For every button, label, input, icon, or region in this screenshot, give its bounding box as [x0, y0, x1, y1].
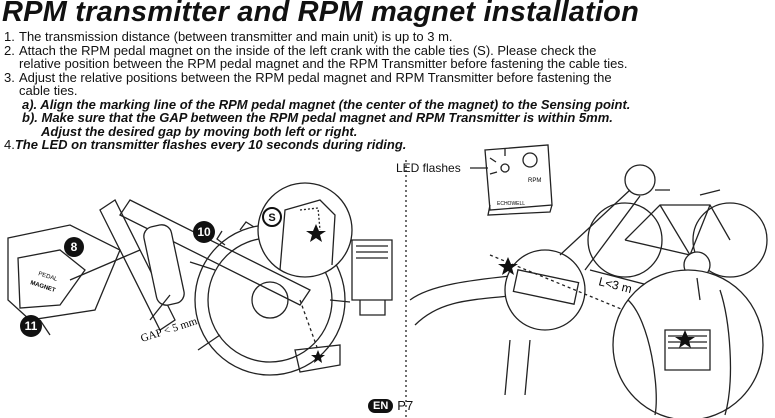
- star-icon: [311, 350, 325, 363]
- instruction-steps: 1. The transmission distance (between tr…: [4, 30, 774, 152]
- step-1: 1. The transmission distance (between tr…: [4, 30, 774, 44]
- magnet-text-pedal: PEDAL: [37, 271, 58, 283]
- crank-arm-drawing: [99, 199, 341, 373]
- step-number: 4.: [4, 137, 15, 152]
- distance-label: L<3 m: [597, 274, 633, 296]
- gap-label: GAP < 5 mm: [139, 315, 199, 345]
- step-number: 2.: [4, 42, 15, 58]
- zoom-line-b: [559, 189, 631, 256]
- callout-8: 8: [64, 237, 84, 257]
- sensing-point-stars: [306, 224, 695, 363]
- bicycle-drawing: [587, 189, 768, 278]
- led-flashes-label: LED flashes: [396, 161, 461, 175]
- callout-s: S: [262, 207, 282, 227]
- page-footer: EN P7: [368, 398, 413, 413]
- substep-b-continued: Adjust the desired gap by moving both le…: [41, 123, 358, 139]
- step-line: relative position between the RPM pedal …: [19, 56, 628, 71]
- magnet-closeup: [7, 224, 141, 336]
- handlebar-drawing: [409, 274, 531, 396]
- transmitter-rpm-text: RPM: [528, 178, 541, 184]
- step-line: cable ties.: [19, 83, 78, 98]
- step-number: 3.: [4, 69, 15, 85]
- zoom-point-top: [624, 164, 656, 196]
- star-icon: [306, 224, 326, 242]
- zoom-line-c: [696, 277, 701, 301]
- callout-10-label: 10: [197, 225, 211, 239]
- step-line: Attach the RPM pedal magnet on the insid…: [19, 42, 597, 58]
- step-2: 2. Attach the RPM pedal magnet on the in…: [4, 42, 774, 71]
- star-icon: [675, 330, 695, 348]
- transmitter-drawing: [484, 144, 553, 216]
- language-badge: EN: [368, 398, 394, 413]
- page-number: P7: [397, 398, 414, 413]
- substep-b: b). Make sure that the GAP between the R…: [22, 110, 613, 125]
- step-number: 1.: [4, 29, 15, 44]
- zoom-line-a: [584, 195, 641, 271]
- callout-s-label: S: [268, 212, 275, 224]
- magnifier-sensor: [257, 182, 393, 316]
- step-4-text: The LED on transmitter flashes every 10 …: [14, 137, 407, 152]
- transmitter-on-bar: [512, 269, 580, 305]
- gap-indicator: [149, 294, 171, 321]
- callout-8-label: 8: [71, 240, 78, 254]
- substep-a: a). Align the marking line of the RPM pe…: [22, 96, 631, 112]
- transmitter-brand-text: ECHOWELL: [497, 201, 525, 207]
- callout-11: 11: [20, 315, 42, 337]
- step-line: Adjust the relative positions between th…: [19, 69, 612, 85]
- step-3: 3. Adjust the relative positions between…: [4, 69, 774, 98]
- page-title: RPM transmitter and RPM magnet installat…: [2, 0, 640, 28]
- callout-10: 10: [193, 221, 215, 243]
- step-4: 4.The LED on transmitter flashes every 1…: [4, 138, 774, 152]
- step-line: The transmission distance (between trans…: [19, 29, 453, 44]
- callout-11-label: 11: [25, 319, 38, 333]
- star-icon: [498, 257, 518, 275]
